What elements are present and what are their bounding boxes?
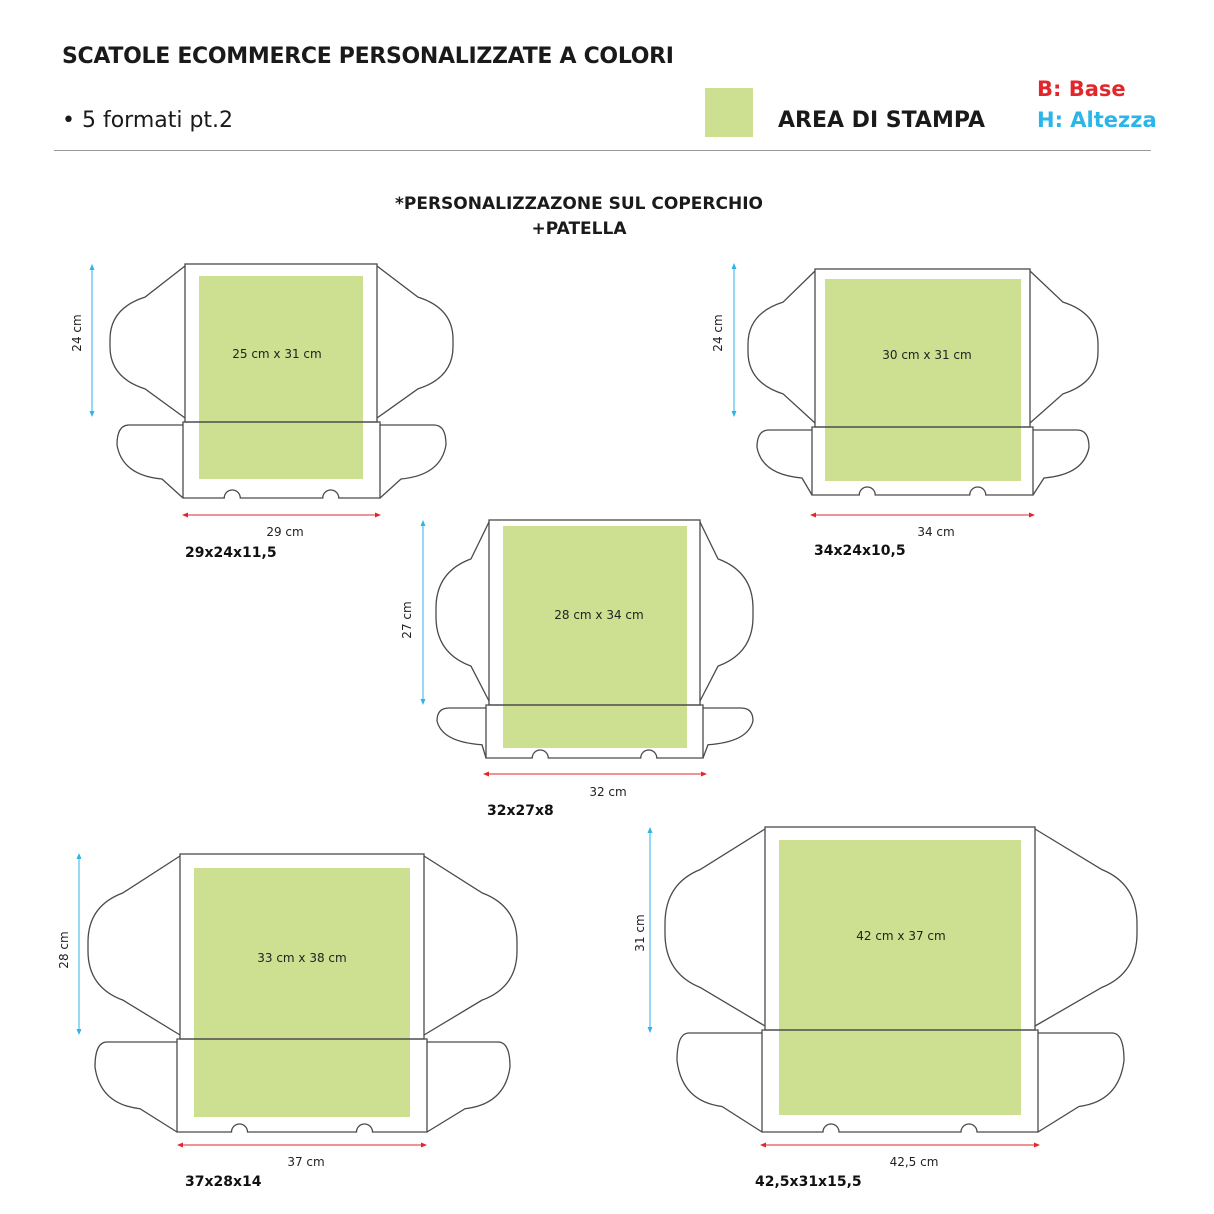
height-label: 24 cm [70,314,84,351]
box-format-name: 42,5x31x15,5 [755,1174,862,1190]
right-lid-flap [376,265,454,419]
legend-base: B: Base [1037,77,1126,101]
arrow-up-icon [420,520,426,526]
arrow-left-icon [483,771,489,777]
arrow-down-icon [731,411,737,417]
arrow-right-icon [701,771,707,777]
base-panel [761,1029,1039,1133]
right-lid-flap [699,521,754,702]
print-area [825,279,1021,481]
left-lid-flap [435,521,490,702]
note-line-2: +PATELLA [531,219,627,239]
arrow-right-icon [421,1142,427,1148]
right-base-flap [426,1041,511,1133]
print-area-size: 25 cm x 31 cm [232,347,321,361]
print-area [779,840,1021,1115]
arrow-down-icon [420,699,426,705]
arrow-right-icon [1034,1142,1040,1148]
arrow-left-icon [810,512,816,518]
print-area-size: 42 cm x 37 cm [856,929,945,943]
width-label: 37 cm [287,1155,324,1169]
divider [54,150,1151,151]
box-format-name: 32x27x8 [487,803,554,819]
right-lid-flap [1034,828,1138,1027]
print-area-swatch [705,88,753,137]
box-5: 42 cm x 37 cm 42,5 cm 31 cm 42,5x31x15,5 [633,826,1138,1190]
box-format-name: 34x24x10,5 [814,543,906,559]
box-format-name: 29x24x11,5 [185,545,277,561]
base-panel [182,421,381,499]
left-lid-flap [664,828,766,1027]
arrow-up-icon [76,853,82,859]
right-lid-flap [1029,270,1099,424]
width-label: 34 cm [917,525,954,539]
arrow-down-icon [647,1027,653,1033]
arrow-up-icon [89,264,95,270]
base-panel [811,426,1034,496]
left-lid-flap [747,270,816,424]
right-base-flap [379,424,447,499]
box-4: 33 cm x 38 cm 37 cm 28 cm 37x28x14 [57,853,518,1190]
base-panel [485,704,704,759]
arrow-right-icon [1029,512,1035,518]
left-lid-flap [87,855,181,1036]
width-label: 29 cm [266,525,303,539]
arrow-down-icon [76,1029,82,1035]
print-area [194,868,410,1117]
height-label: 24 cm [711,314,725,351]
print-area [199,276,363,479]
arrow-right-icon [375,512,381,518]
subtitle: • 5 formati pt.2 [62,108,234,133]
right-base-flap [1037,1032,1125,1133]
height-label: 27 cm [400,601,414,638]
arrow-down-icon [89,411,95,417]
page-title: SCATOLE ECOMMERCE PERSONALIZZATE A COLOR… [62,44,674,69]
left-lid-flap [109,265,186,419]
width-label: 42,5 cm [890,1155,939,1169]
print-area-size: 33 cm x 38 cm [257,951,346,965]
box-3: 28 cm x 34 cm 32 cm 27 cm 32x27x8 [400,519,754,819]
left-base-flap [94,1041,178,1133]
note-line-1: *PERSONALIZZAZONE SUL COPERCHIO [394,194,763,214]
box-2: 30 cm x 31 cm 34 cm 24 cm 34x24x10,5 [711,263,1099,559]
box-1: 25 cm x 31 cm 29 cm 24 cm 29x24x11,5 [70,263,454,561]
print-area-size: 30 cm x 31 cm [882,348,971,362]
print-area-label: AREA DI STAMPA [778,108,985,133]
left-base-flap [756,429,813,496]
arrow-left-icon [182,512,188,518]
base-panel [176,1038,428,1133]
arrow-up-icon [647,827,653,833]
right-base-flap [702,707,754,759]
width-label: 32 cm [589,785,626,799]
arrow-left-icon [177,1142,183,1148]
box-format-name: 37x28x14 [185,1174,262,1190]
arrow-left-icon [760,1142,766,1148]
print-area [503,526,687,748]
customization-note: *PERSONALIZZAZONE SUL COPERCHIO +PATELLA [379,192,779,242]
left-base-flap [436,707,487,759]
legend-height: H: Altezza [1037,108,1157,132]
right-lid-flap [423,855,518,1036]
height-label: 28 cm [57,931,71,968]
arrow-up-icon [731,263,737,269]
right-base-flap [1032,429,1090,496]
height-label: 31 cm [633,914,647,951]
left-base-flap [116,424,184,499]
print-area-size: 28 cm x 34 cm [554,608,643,622]
left-base-flap [676,1032,763,1133]
